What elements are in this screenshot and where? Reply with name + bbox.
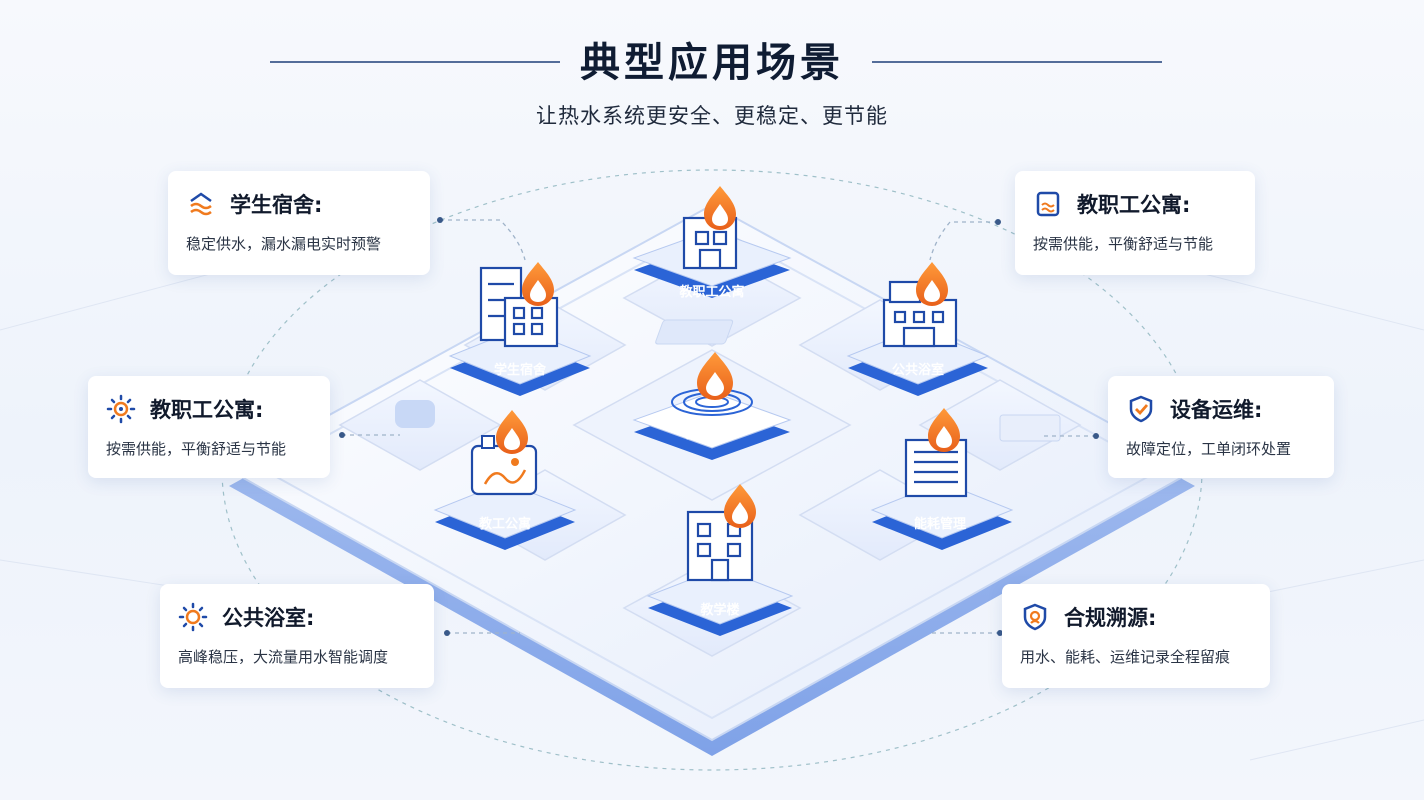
card-description: 按需供能，平衡舒适与节能 <box>106 440 287 458</box>
card-title: 教职工公寓: <box>150 398 264 422</box>
card-dorm: 学生宿舍: 稳定供水，漏水漏电实时预警 <box>168 171 430 275</box>
card-title: 设备运维: <box>1170 398 1263 422</box>
water-wave-icon <box>190 192 212 216</box>
shield-lock-icon <box>1023 603 1047 631</box>
flame-icons <box>496 186 960 528</box>
card-title: 学生宿舍: <box>230 193 323 217</box>
header: 典型应用场景 <box>0 30 1424 88</box>
node-label: 能耗管理 <box>914 516 966 532</box>
heater-icon <box>1036 191 1060 217</box>
card-description: 高峰稳压，大流量用水智能调度 <box>178 648 389 666</box>
sun-icon <box>106 394 136 424</box>
node-teaching: 教学楼 <box>646 510 794 636</box>
flame-icon <box>496 410 528 454</box>
page-title: 典型应用场景 <box>580 40 844 86</box>
sun-icon <box>178 602 208 632</box>
node-staff-apartment-top: 教职工公寓 <box>632 216 792 300</box>
node-label: 公共浴室 <box>892 362 944 378</box>
flame-icon <box>724 484 756 528</box>
card-description: 稳定供水，漏水漏电实时预警 <box>186 235 382 253</box>
node-label: 教工公寓 <box>478 516 531 532</box>
node-bath: 公共浴室 <box>846 280 990 396</box>
card-title: 公共浴室: <box>222 606 315 630</box>
page-subtitle: 让热水系统更安全、更稳定、更节能 <box>536 104 888 128</box>
card-staff-apartment-top: 教职工公寓: 按需供能，平衡舒适与节能 <box>1015 171 1255 275</box>
node-staff-apartment: 教工公寓 <box>433 435 577 550</box>
decor-blocks <box>395 319 1061 442</box>
node-label: 运维中心 <box>686 426 738 442</box>
card-description: 故障定位，工单闭环处置 <box>1126 440 1292 458</box>
connector-lines <box>342 219 1096 634</box>
flame-icon <box>704 186 736 230</box>
node-label: 学生宿舍 <box>494 362 547 378</box>
node-label: 教学楼 <box>699 602 739 618</box>
node-label: 教职工公寓 <box>678 284 744 300</box>
connector-dots <box>339 217 1099 636</box>
node-dorm: 学生宿舍 <box>448 266 592 396</box>
shield-check-icon <box>1129 395 1153 423</box>
node-ops-center: 运维中心 <box>632 388 792 460</box>
card-title: 合规溯源: <box>1064 606 1157 630</box>
flame-icon <box>928 408 960 452</box>
flame-icon <box>697 352 733 400</box>
card-compliance: 合规溯源: 用水、能耗、运维记录全程留痕 <box>1002 584 1270 688</box>
title-rule-left <box>270 61 560 63</box>
card-staff-apartment: 教职工公寓: 按需供能，平衡舒适与节能 <box>88 376 330 478</box>
building-icon <box>479 266 559 348</box>
card-description: 按需供能，平衡舒适与节能 <box>1033 235 1214 253</box>
card-title: 教职工公寓: <box>1077 193 1191 217</box>
flame-icon <box>522 262 554 306</box>
card-bath: 公共浴室: 高峰稳压，大流量用水智能调度 <box>160 584 434 688</box>
heater-icon <box>470 435 538 496</box>
card-maintenance: 设备运维: 故障定位，工单闭环处置 <box>1108 376 1334 478</box>
building-icon <box>882 280 958 348</box>
title-rule-right <box>872 61 1162 63</box>
card-description: 用水、能耗、运维记录全程留痕 <box>1020 648 1231 666</box>
flame-icon <box>916 262 948 306</box>
